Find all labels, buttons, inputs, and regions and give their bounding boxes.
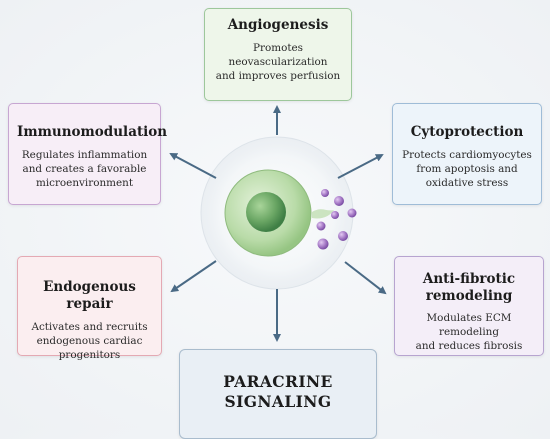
card-title: Angiogenesis [227,17,329,33]
description-line: Modulates ECM remodeling [426,312,512,338]
card-title: Immunomodulation [17,124,168,140]
cell-protrusion [312,209,334,219]
extracellular-vesicles [316,189,357,250]
arrow-to-immunomodulation [169,153,217,179]
paracrine-signaling-box: PARACRINE SIGNALING [179,349,377,439]
cell-nucleus [246,192,286,232]
card-description: Modulates ECM remodeling and reduces fib… [403,311,535,353]
vesicle [334,196,344,206]
vesicle [338,231,348,241]
card-description: Activates and recruits endogenous cardia… [26,320,153,362]
arrow-to-cytoprotection [337,154,384,179]
card-title: Cytoprotection [410,124,524,140]
description-line: microenvironment [35,177,134,189]
title-line: PARACRINE [223,372,333,391]
card-angiogenesis: Angiogenesis Promotes neovascularization… [204,8,352,101]
arrows [169,105,387,342]
description-line: oxidative stress [425,177,509,189]
card-endogenous-repair: Endogenous repair Activates and recruits… [17,256,162,361]
card-description: Protects cardiomyocytes from apoptosis a… [401,148,533,190]
diagram-canvas [169,105,387,342]
description-line: Activates and recruits [31,321,148,333]
card-immunomodulation: Immunomodulation Regulates inflammation … [8,103,168,205]
arrow-to-anti-fibrotic [344,261,387,295]
description-line: Protects cardiomyocytes [402,149,532,161]
center-title: PARACRINE SIGNALING [180,372,376,412]
description-line: from apoptosis and [416,163,518,175]
description-line: endogenous cardiac [36,335,143,347]
vesicle [317,238,329,250]
title-line: remodeling [425,288,513,304]
description-line: progenitors [58,349,121,361]
vesicle [316,221,326,231]
description-line: and reduces fibrosis [415,340,523,352]
card-title: Anti-fibrotic remodeling [403,271,535,305]
vesicle [347,208,357,218]
title-line: Anti-fibrotic [422,271,516,287]
description-line: and creates a favorable [22,163,147,175]
vesicle [321,189,329,197]
description-line: Regulates inflammation [21,149,148,161]
title-line: SIGNALING [224,392,332,411]
card-description: Regulates inflammation and creates a fav… [17,148,152,190]
card-description: Promotes neovascularization and improves… [213,41,343,83]
card-anti-fibrotic-remodeling: Anti-fibrotic remodeling Modulates ECM r… [394,256,544,356]
description-line: Promotes neovascularization [228,42,328,68]
vesicle [331,211,339,219]
description-line: and improves perfusion [215,70,341,82]
card-cytoprotection: Cytoprotection Protects cardiomyocytes f… [392,103,542,205]
card-title: Endogenous repair [43,279,136,312]
arrow-to-endogenous-repair [170,260,217,293]
